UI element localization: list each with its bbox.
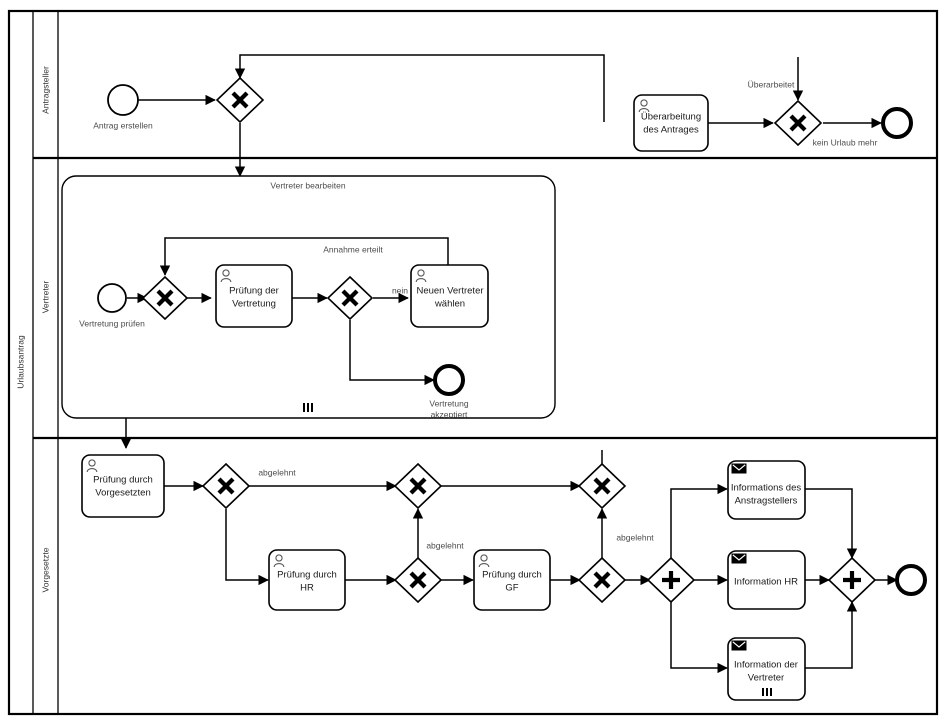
parallel-plus-icon <box>843 571 861 589</box>
flow-label-kein-urlaub-mehr: kein Urlaub mehr <box>813 137 878 147</box>
lane-antragsteller: Antragsteller <box>40 66 50 114</box>
task-label-line2: des Antrages <box>643 125 699 136</box>
flow-label-abgelehnt-1: abgelehnt <box>258 467 296 477</box>
end-event-label-line2: akzeptiert <box>431 409 468 419</box>
exclusive-x-icon <box>593 477 611 495</box>
flows-vertreter <box>127 237 449 386</box>
task-information-vertreter[interactable]: Information der Vertreter <box>727 637 806 701</box>
multi-instance-marker-icon <box>303 403 313 412</box>
task-label-line1: Prüfung durch <box>93 475 153 486</box>
exclusive-x-icon <box>593 571 611 589</box>
user-task-icon <box>220 269 232 283</box>
gateway-vertretung-merge[interactable] <box>141 275 189 321</box>
task-label-line1: Prüfung durch <box>482 570 542 581</box>
task-pruefung-durch-gf[interactable]: Prüfung durch GF <box>473 549 551 611</box>
message-task-icon <box>731 463 747 474</box>
gateway-vorgesetzte-1[interactable] <box>201 462 251 510</box>
gateway-vorgesetzte-3[interactable] <box>393 556 443 604</box>
end-event-kein-urlaub-mehr[interactable] <box>881 107 913 139</box>
task-label-line2: Vertreter <box>748 673 784 684</box>
task-pruefung-durch-vorgesetzten[interactable]: Prüfung durch Vorgesetzten <box>81 454 165 518</box>
gateway-parallel-join[interactable] <box>827 556 877 604</box>
message-task-icon <box>731 640 747 651</box>
gateway-vorgesetzte-2[interactable] <box>393 462 443 510</box>
flows-vorgesetzte <box>164 450 898 674</box>
lane-label-antragsteller: Antragsteller <box>40 66 50 114</box>
flows-antragsteller <box>138 54 882 177</box>
subprocess-label: Vertreter bearbeiten <box>270 180 345 190</box>
gateway-vorgesetzte-4[interactable] <box>577 462 627 510</box>
user-task-icon <box>638 99 650 113</box>
task-label-line2: GF <box>505 583 518 594</box>
task-label-line1: Überarbeitung <box>641 112 701 123</box>
subprocess-vertreter-bearbeiten[interactable]: Vertreter bearbeiten <box>61 175 556 419</box>
flow-label-annahme-erteilt: Annahme erteilt <box>323 244 383 254</box>
exclusive-x-icon <box>156 289 174 307</box>
exclusive-x-icon <box>217 477 235 495</box>
start-event-label: Antrag erstellen <box>93 120 153 130</box>
task-label-line1: Informations des <box>731 483 801 494</box>
flow-label-abgelehnt-2: abgelehnt <box>426 540 464 550</box>
lane-label-vertreter: Vertreter <box>40 281 50 314</box>
task-label-line2: Anstragstellers <box>735 496 798 507</box>
gateway-antrag-join[interactable] <box>215 76 265 124</box>
task-label-line2: Vorgesetzten <box>95 488 150 499</box>
task-label-line1: Information der <box>734 660 798 671</box>
flow-label-ueberarbeitet: Überarbeitet <box>748 79 795 89</box>
task-information-antragsteller[interactable]: Informations des Anstragstellers <box>727 460 806 520</box>
user-task-icon <box>478 554 490 568</box>
gateway-parallel-split[interactable] <box>646 556 696 604</box>
exclusive-x-icon <box>231 91 249 109</box>
task-information-hr[interactable]: Information HR <box>727 550 806 610</box>
lane-vertreter: Vertreter <box>40 281 50 314</box>
flow-label-abgelehnt-3: abgelehnt <box>616 532 654 542</box>
task-label-line2: wählen <box>434 299 465 310</box>
end-event-vorgesetzte[interactable] <box>895 564 927 596</box>
task-label-line2: Vertretung <box>232 299 276 310</box>
task-label-line1: Neuen Vertreter <box>416 286 483 297</box>
exclusive-x-icon <box>409 477 427 495</box>
task-label-line1: Information HR <box>734 577 798 588</box>
start-event-antrag-erstellen[interactable]: Antrag erstellen <box>93 84 153 130</box>
gateway-annahme-erteilt[interactable] <box>326 275 374 321</box>
end-event-label-line1: Vertretung <box>429 398 468 408</box>
gateway-ueberarbeitet[interactable] <box>773 99 823 147</box>
pool-urlaubsantrag: Urlaubsantrag <box>7 9 939 716</box>
user-task-icon <box>86 459 98 473</box>
task-neuen-vertreter-waehlen[interactable]: Neuen Vertreter wählen <box>410 264 489 328</box>
task-ueberarbeitung-des-antrages[interactable]: Überarbeitung des Antrages <box>633 94 709 152</box>
task-label-line1: Prüfung durch <box>277 570 337 581</box>
task-pruefung-durch-hr[interactable]: Prüfung durch HR <box>268 549 346 611</box>
multi-instance-marker-icon <box>762 688 772 696</box>
lane-label-vorgesetzte: Vorgesetzte <box>40 547 50 592</box>
message-task-icon <box>731 553 747 564</box>
exclusive-x-icon <box>409 571 427 589</box>
end-event-vertretung-akzeptiert[interactable]: Vertretung akzeptiert <box>429 364 469 419</box>
lane-vorgesetzte: Vorgesetzte <box>40 547 50 592</box>
start-event-vertretung-pruefen[interactable]: Vertretung prüfen <box>79 283 145 328</box>
task-label-line1: Prüfung der <box>229 286 279 297</box>
user-task-icon <box>415 269 427 283</box>
pool-label: Urlaubsantrag <box>15 335 25 389</box>
lane-dividers <box>33 11 937 714</box>
exclusive-x-icon <box>341 289 359 307</box>
flow-label-nein: nein <box>392 285 408 295</box>
task-pruefung-der-vertretung[interactable]: Prüfung der Vertretung <box>215 264 293 328</box>
gateway-vorgesetzte-5[interactable] <box>577 556 627 604</box>
task-label-line2: HR <box>300 583 314 594</box>
parallel-plus-icon <box>662 571 680 589</box>
start-event-label: Vertretung prüfen <box>79 318 145 328</box>
exclusive-x-icon <box>789 114 807 132</box>
user-task-icon <box>273 554 285 568</box>
